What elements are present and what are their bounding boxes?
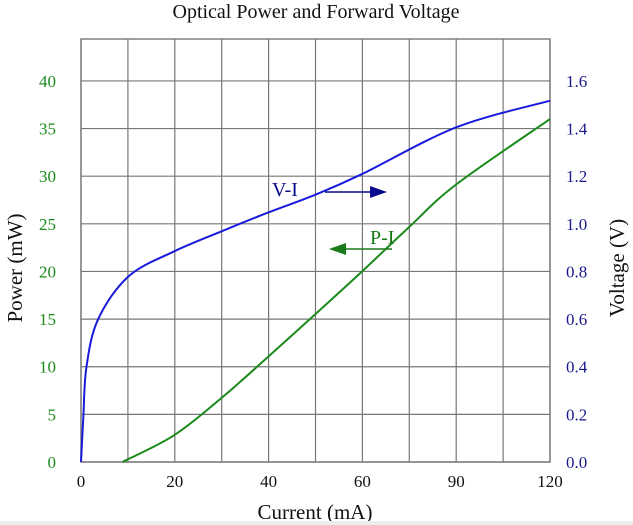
arrow-left-icon — [329, 243, 346, 255]
y-left-tick-label: 40 — [39, 72, 56, 91]
annotation-p-i-label: P-I — [370, 227, 394, 249]
y-right-tick-label: 1.2 — [566, 167, 587, 186]
series-line-p-i — [121, 118, 551, 463]
y-axis-left-label: Power (mW) — [3, 213, 27, 322]
annotations-group: V-I P-I — [272, 179, 394, 255]
y-left-tick-label: 25 — [39, 215, 56, 234]
y-right-tick-label: 1.6 — [566, 72, 587, 91]
arrow-right-icon — [370, 186, 387, 198]
bottom-strip — [0, 521, 633, 525]
y-left-tick-label: 5 — [48, 405, 57, 424]
y-left-tick-label: 30 — [39, 167, 56, 186]
grid — [80, 38, 551, 463]
x-tick-label: 20 — [166, 472, 183, 491]
y-left-tick-label: 0 — [48, 453, 57, 472]
plot-frame — [80, 38, 551, 463]
series-line-v-i — [80, 99, 551, 463]
y-right-tick-label: 0.6 — [566, 310, 587, 329]
ticks-group: 0 20 40 60 90 120 0 5 10 15 20 25 30 35 40 0.0 0.2 0.4 0.6… — [39, 72, 588, 491]
y-right-tick-label: 1.0 — [566, 215, 587, 234]
series-group — [80, 99, 551, 463]
x-tick-label: 120 — [537, 472, 563, 491]
y-left-tick-label: 20 — [39, 262, 56, 281]
y-right-tick-label: 1.4 — [566, 120, 588, 139]
y-left-tick-label: 10 — [39, 358, 56, 377]
x-tick-label: 0 — [77, 472, 86, 491]
y-right-tick-label: 0.2 — [566, 405, 587, 424]
y-right-tick-label: 0.0 — [566, 453, 587, 472]
chart-title: Optical Power and Forward Voltage — [173, 1, 460, 23]
x-axis-label: Current (mA) — [258, 500, 373, 524]
y-axis-right-label: Voltage (V) — [605, 219, 629, 317]
y-right-tick-label: 0.4 — [566, 358, 588, 377]
y-left-tick-label: 35 — [39, 120, 56, 139]
y-right-tick-label: 0.8 — [566, 262, 587, 281]
x-tick-label: 60 — [354, 472, 371, 491]
y-left-tick-label: 15 — [39, 310, 56, 329]
x-tick-label: 90 — [448, 472, 465, 491]
x-tick-label: 40 — [260, 472, 277, 491]
annotation-v-i-label: V-I — [272, 179, 298, 201]
